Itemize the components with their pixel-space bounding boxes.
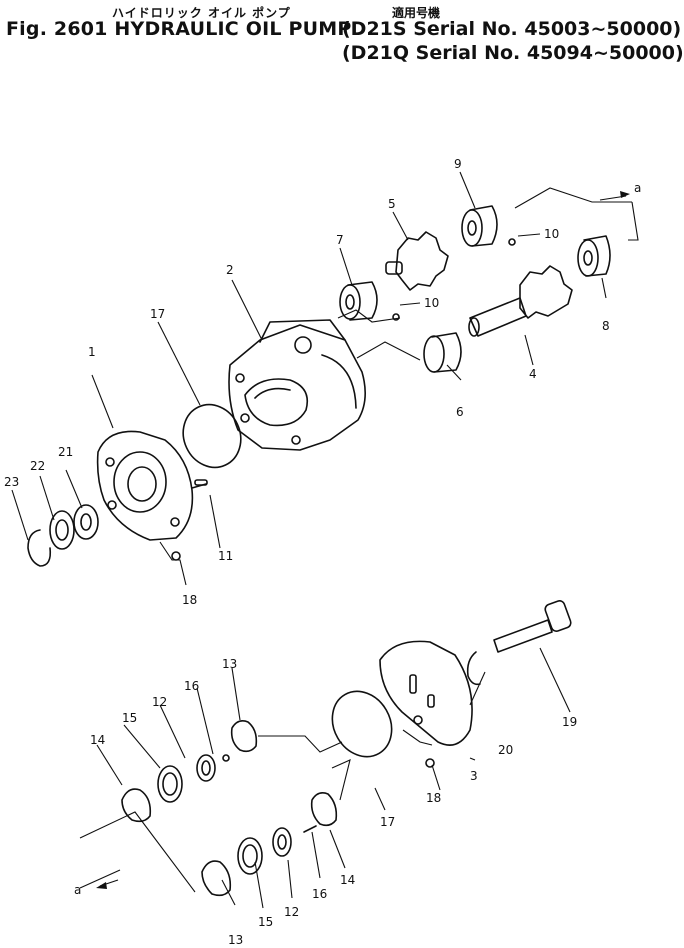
callout-2: 2 (226, 263, 234, 277)
callout-5: 5 (388, 197, 396, 211)
callout-13-lower: 13 (228, 933, 243, 947)
callout-a-upper: a (634, 181, 641, 195)
callout-3: 3 (470, 769, 478, 783)
callout-17-upper: 17 (150, 307, 165, 321)
serial-range-d21s: (D21S Serial No. 45003~50000) (342, 18, 682, 40)
callout-4: 4 (529, 367, 537, 381)
applicability-label: 適用号機 (392, 6, 441, 20)
callout-15-upper: 15 (122, 711, 137, 725)
callout-20: 20 (498, 743, 513, 757)
callout-8: 8 (602, 319, 610, 333)
seal-parts-lower-row (201, 792, 338, 897)
callout-13-upper: 13 (222, 657, 237, 671)
callout-10-upper: 10 (544, 227, 559, 241)
callout-14-right: 14 (340, 873, 355, 887)
gear-shaft-part (468, 265, 573, 337)
callout-12-lower: 12 (284, 905, 299, 919)
exploded-parts-diagram: 1 2 3 4 5 6 7 8 9 10 10 11 12 12 13 13 1… (4, 157, 641, 947)
callout-23: 23 (4, 475, 19, 489)
callout-a-lower: a (74, 883, 81, 897)
o-ring-lower-part (331, 690, 393, 758)
callout-22: 22 (30, 459, 45, 473)
bearing-group-part (27, 504, 99, 567)
callout-14-left: 14 (90, 733, 105, 747)
serial-range-d21q: (D21Q Serial No. 45094~50000) (342, 42, 684, 64)
seal-parts-upper-row (121, 720, 258, 823)
bushing-parts (339, 205, 611, 373)
callout-16-lower: 16 (312, 887, 327, 901)
dowel-pin-part (171, 479, 208, 561)
bolt-part (493, 600, 572, 653)
callout-18-upper: 18 (182, 593, 197, 607)
front-cover-part (96, 430, 207, 541)
pump-body-part (228, 319, 366, 451)
reference-arrow-a (96, 191, 630, 889)
callout-9: 9 (454, 157, 462, 171)
callout-6: 6 (456, 405, 464, 419)
rear-cover-part (379, 640, 473, 768)
callout-labels: 1 2 3 4 5 6 7 8 9 10 10 11 12 12 13 13 1… (4, 157, 641, 947)
callout-19: 19 (562, 715, 577, 729)
ball-part (392, 238, 516, 321)
callout-15-lower: 15 (258, 915, 273, 929)
title-japanese: ハイドロリック オイル ポンプ (112, 6, 291, 20)
callout-18-lower: 18 (426, 791, 441, 805)
spring-washer-part (466, 651, 481, 686)
figure-title: Fig. 2601 HYDRAULIC OIL PUMP (6, 18, 352, 40)
callout-12-upper: 12 (152, 695, 167, 709)
callout-21: 21 (58, 445, 73, 459)
callout-11: 11 (218, 549, 233, 563)
callout-10-lower: 10 (424, 296, 439, 310)
callout-7: 7 (336, 233, 344, 247)
drive-gear-part (385, 231, 449, 291)
callout-17-lower: 17 (380, 815, 395, 829)
callout-1: 1 (88, 345, 96, 359)
callout-16-upper: 16 (184, 679, 199, 693)
leader-lines (11, 171, 639, 909)
o-ring-part (182, 403, 242, 469)
